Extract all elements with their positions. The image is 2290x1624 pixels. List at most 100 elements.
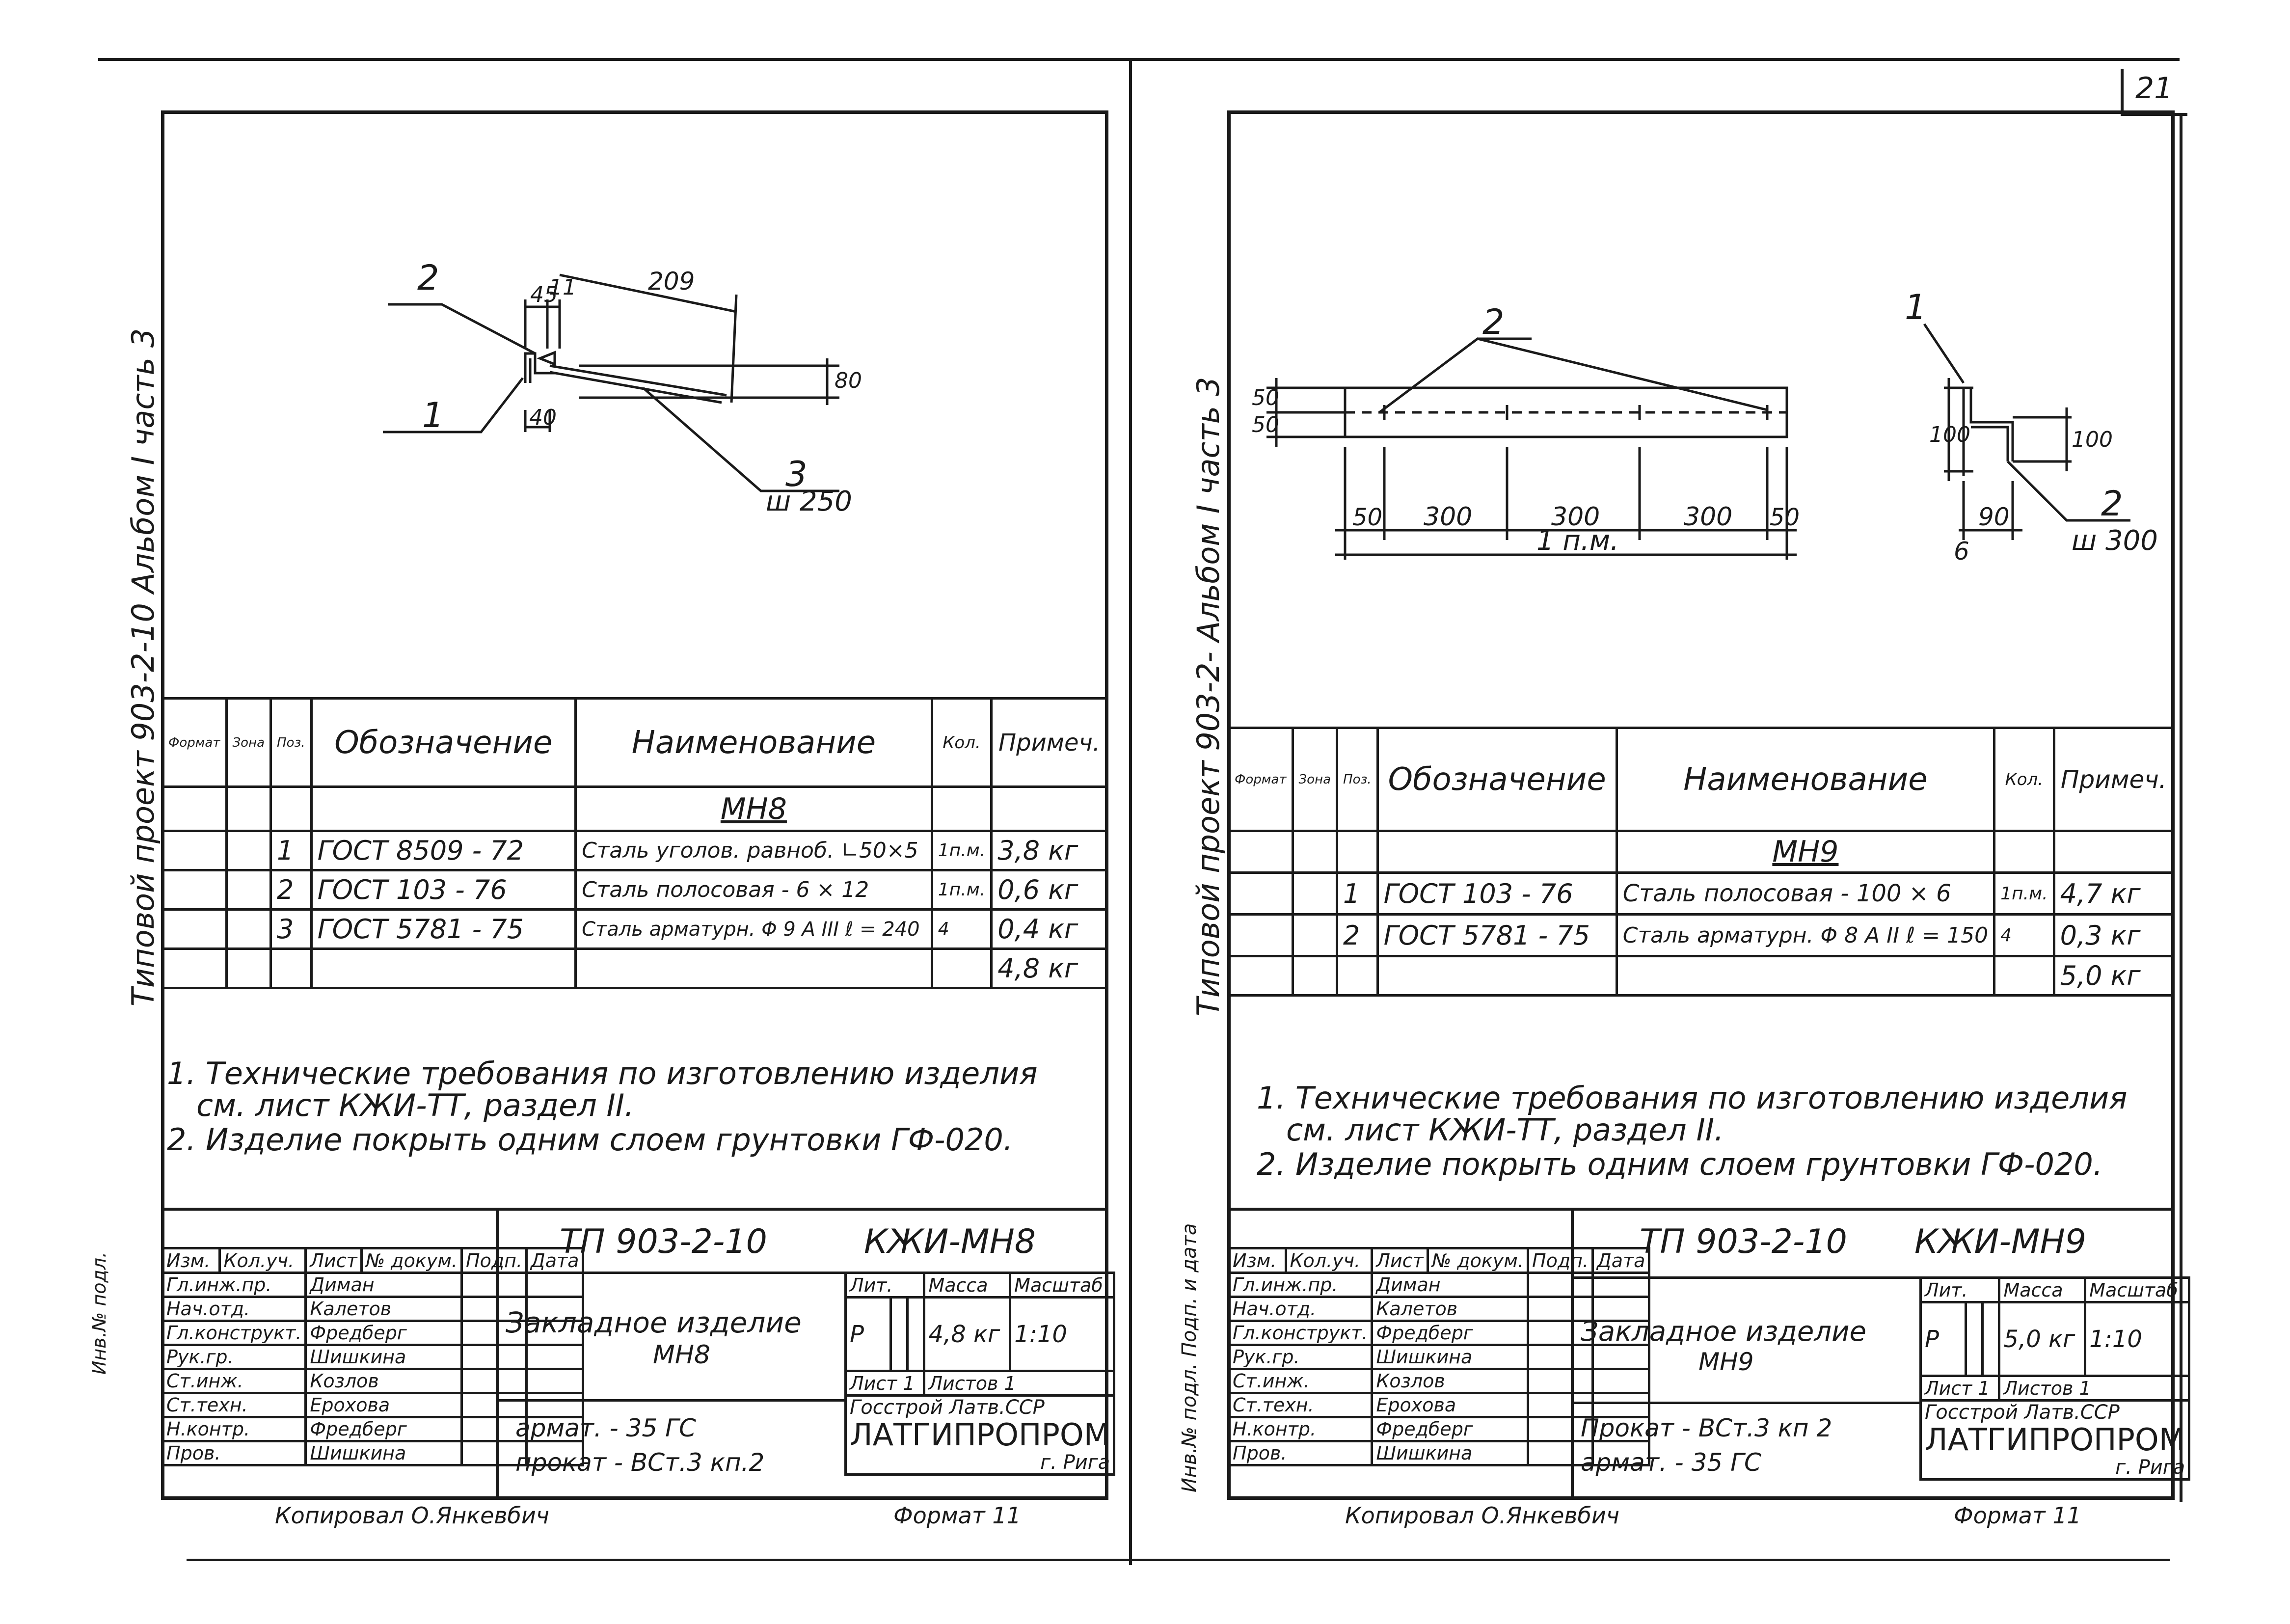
stamp-hrule-1 bbox=[1571, 1276, 2175, 1279]
org-2: ЛАТГИПРОПРОМ bbox=[850, 1417, 1110, 1453]
sig-name: Фредберг bbox=[304, 1320, 463, 1346]
org-3: г. Рига bbox=[1040, 1451, 1110, 1474]
sheet-label: Лист 1 bbox=[844, 1370, 926, 1397]
note-line-2: см. лист КЖИ-ТТ, раздел II. bbox=[1286, 1112, 1724, 1148]
sig-name: Шишкина bbox=[1371, 1344, 1530, 1370]
row-pos: 1 bbox=[269, 830, 313, 871]
col-kol: Кол.уч. bbox=[218, 1247, 307, 1274]
sig-name: Диман bbox=[1371, 1272, 1530, 1298]
note-line-3: 2. Изделие покрыть одним слоем грунтовки… bbox=[1257, 1146, 2103, 1182]
lbl-pos3: 3 bbox=[785, 454, 808, 494]
col-kol: Кол.уч. bbox=[1284, 1247, 1374, 1274]
sig-name: Шишкина bbox=[304, 1344, 463, 1370]
copied-by: Копировал О.Янкевбич bbox=[1345, 1502, 1619, 1529]
copied-by: Копировал О.Янкевбич bbox=[275, 1502, 549, 1529]
hdr-qty: Кол. bbox=[930, 697, 993, 788]
right-side-stamp: Инв.№ подл. Подп. и дата bbox=[1178, 1223, 1201, 1492]
note-line-2: см. лист КЖИ-ТТ, раздел II. bbox=[196, 1087, 634, 1123]
col-doc: № докум. bbox=[360, 1247, 463, 1274]
scale-label: Масштаб bbox=[1009, 1272, 1116, 1299]
col-list: Лист bbox=[1371, 1247, 1429, 1274]
lbl-len: 1 п.м. bbox=[1536, 525, 1619, 557]
row-designation: ГОСТ 103 - 76 bbox=[310, 869, 577, 911]
group-title: МН9 bbox=[1615, 830, 1996, 874]
sig-name: Козлов bbox=[304, 1368, 463, 1394]
lbl-300c: 300 bbox=[1684, 502, 1732, 532]
hdr-pos: Поз. bbox=[269, 697, 313, 788]
right-stamp-right: Лит. Масса Масштаб Р 5,0 кг 1:10 Лист 1 … bbox=[1919, 1276, 2191, 1481]
note-line-1: 1. Технические требования по изготовлени… bbox=[167, 1056, 1038, 1091]
scale-value: 1:10 bbox=[1009, 1296, 1116, 1372]
hdr-zone: Зона bbox=[225, 697, 272, 788]
sheets-label: Листов 1 bbox=[1998, 1375, 2191, 1402]
lbl-50d: 50 bbox=[1770, 504, 1800, 531]
col-sign: Подп. bbox=[460, 1247, 528, 1274]
sig-role: Ст.техн. bbox=[1227, 1392, 1374, 1418]
table-row: 2 ГОСТ 103 - 76 Сталь полосовая - 6 × 12… bbox=[161, 869, 1108, 911]
lbl-300b: 300 bbox=[1551, 502, 1600, 532]
sheets-label: Листов 1 bbox=[923, 1370, 1116, 1397]
stamp-sheet-code: КЖИ-МН8 bbox=[864, 1222, 1036, 1261]
sig-role: Нач.отд. bbox=[161, 1296, 307, 1322]
right-signatures: Изм. Кол.уч. Лист № докум. Подп. Дата Гл… bbox=[1227, 1247, 1651, 1466]
lbl-45: 45 bbox=[530, 282, 558, 307]
row-qty: 1п.м. bbox=[930, 869, 993, 911]
lbl-pos2: 2 bbox=[1482, 302, 1505, 342]
bottom-rule bbox=[187, 1559, 2170, 1561]
stamp-top-rule bbox=[1227, 1208, 2175, 1211]
row-note: 0,6 кг bbox=[990, 869, 1108, 911]
leader-1 bbox=[1923, 323, 1965, 384]
left-drawing: 2 1 3 ш 250 45 11 209 80 40 bbox=[383, 258, 862, 517]
hdr-format: Формат bbox=[161, 697, 228, 788]
group-title: МН8 bbox=[574, 785, 933, 832]
right-drawing: 2 1 2 ш 300 50 50 50 300 300 300 50 1 п.… bbox=[1252, 287, 2158, 566]
sig-role: Н.контр. bbox=[161, 1416, 307, 1442]
sig-name: Калетов bbox=[304, 1296, 463, 1322]
row-name: Сталь уголов. равноб. ∟50×5 bbox=[574, 830, 933, 871]
hdr-name: Наименование bbox=[1615, 727, 1996, 832]
left-spec-table: Формат Зона Поз. Обозначение Наименовани… bbox=[161, 697, 1108, 989]
col-date: Дата bbox=[525, 1247, 585, 1274]
sig-role: Ст.инж. bbox=[161, 1368, 307, 1394]
leader-2b bbox=[2007, 460, 2130, 522]
col-izm: Изм. bbox=[1227, 1247, 1287, 1274]
col-list: Лист bbox=[304, 1247, 363, 1274]
mass-label: Масса bbox=[1998, 1276, 2087, 1303]
row-designation: ГОСТ 103 - 76 bbox=[1376, 871, 1618, 916]
lbl-40: 40 bbox=[529, 405, 557, 430]
org-block: Госстрой Латв.ССР ЛАТГИПРОПРОМ г. Рига bbox=[844, 1394, 1116, 1476]
stamp-hrule-1 bbox=[496, 1272, 1108, 1274]
row-name: Сталь арматурн. Φ 9 А III ℓ = 240 bbox=[574, 908, 933, 950]
sig-role: Гл.конструкт. bbox=[161, 1320, 307, 1346]
sig-name: Козлов bbox=[1371, 1368, 1530, 1394]
sig-name: Фредберг bbox=[1371, 1320, 1530, 1346]
stamp-sheet-code: КЖИ-МН9 bbox=[1914, 1222, 2086, 1261]
row-qty: 4 bbox=[1993, 913, 2055, 957]
lbl-50a: 50 bbox=[1252, 385, 1279, 410]
row-name: Сталь арматурн. Φ 8 А II ℓ = 150 bbox=[1615, 913, 1996, 957]
lbl-w250: ш 250 bbox=[766, 486, 852, 517]
row-pos: 3 bbox=[269, 908, 313, 950]
stamp-title-2: МН9 bbox=[1698, 1348, 1754, 1376]
anchor-marks bbox=[1383, 405, 1769, 420]
row-designation: ГОСТ 8509 - 72 bbox=[310, 830, 577, 871]
sig-role: Гл.инж.пр. bbox=[1227, 1272, 1374, 1298]
lbl-209: 209 bbox=[648, 267, 695, 296]
sig-role: Рук.гр. bbox=[1227, 1344, 1374, 1370]
page-number-box bbox=[2121, 69, 2187, 116]
left-side-title: Типовой проект 903-2-10 Альбом I часть 3 bbox=[125, 328, 161, 1006]
note-line-1: 1. Технические требования по изготовлени… bbox=[1257, 1080, 2128, 1116]
stamp-title-2: МН8 bbox=[653, 1340, 711, 1370]
lbl-pos2: 2 bbox=[417, 258, 439, 298]
stamp-code: ТП 903-2-10 bbox=[560, 1222, 767, 1261]
stamp-hrule-2 bbox=[496, 1399, 844, 1402]
lbl-80: 80 bbox=[835, 368, 862, 393]
row-designation: ГОСТ 5781 - 75 bbox=[1376, 913, 1618, 957]
sig-name: Фредберг bbox=[304, 1416, 463, 1442]
table-row: 3 ГОСТ 5781 - 75 Сталь арматурн. Φ 9 А I… bbox=[161, 908, 1108, 950]
format-label: Формат 11 bbox=[893, 1502, 1021, 1529]
row-note: 3,8 кг bbox=[990, 830, 1108, 871]
col-date: Дата bbox=[1591, 1247, 1651, 1274]
sig-name: Шишкина bbox=[1371, 1440, 1530, 1466]
plate bbox=[537, 351, 556, 366]
